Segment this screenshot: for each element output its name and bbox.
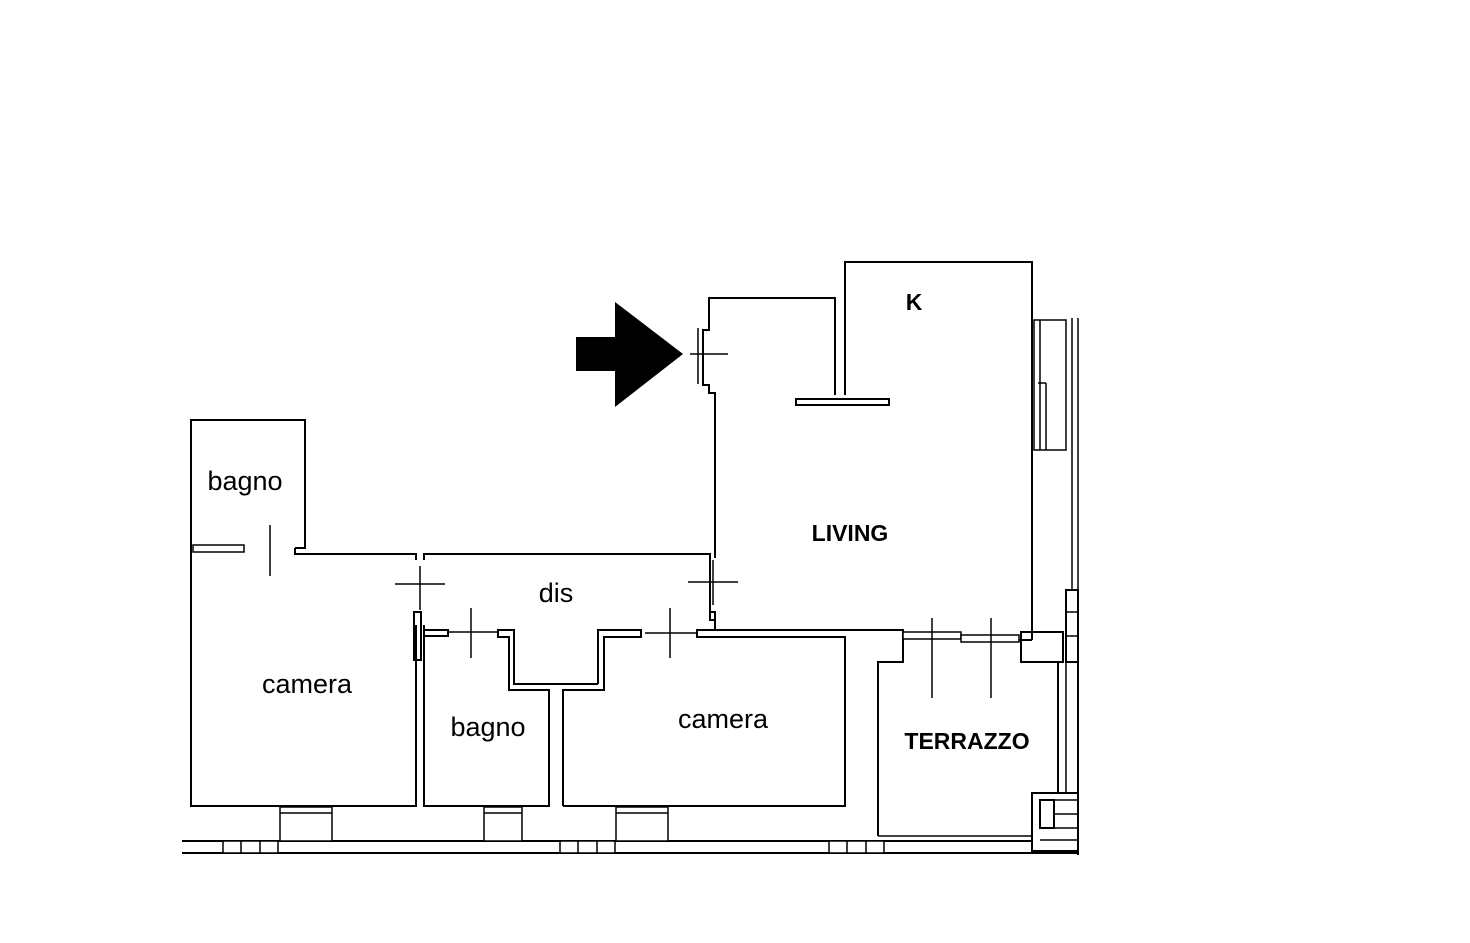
room-label-camera-left: camera [262,669,353,699]
room-label-living: LIVING [812,520,889,546]
living-terrace-walls [715,618,1064,836]
living-window [1033,319,1067,451]
room-label-terrazzo: TERRAZZO [904,728,1029,754]
entrance-arrow-icon [576,302,683,407]
room-label-kitchen: K [906,289,923,315]
terrazzo-walls [878,318,1079,855]
bagno-top-walls [190,419,306,576]
entrance-vestibule-walls [690,297,836,558]
camera-left-walls [190,548,445,807]
camera-mid-walls [562,608,846,807]
dis-walls [423,553,738,621]
facade-line [182,806,1078,854]
room-label-camera-mid: camera [678,704,769,734]
room-label-dis: dis [539,578,574,608]
room-label-bagno-mid: bagno [450,712,525,742]
kitchen-walls [795,261,1033,640]
bagno-mid-walls [423,608,598,807]
room-label-bagno-top: bagno [207,466,282,496]
